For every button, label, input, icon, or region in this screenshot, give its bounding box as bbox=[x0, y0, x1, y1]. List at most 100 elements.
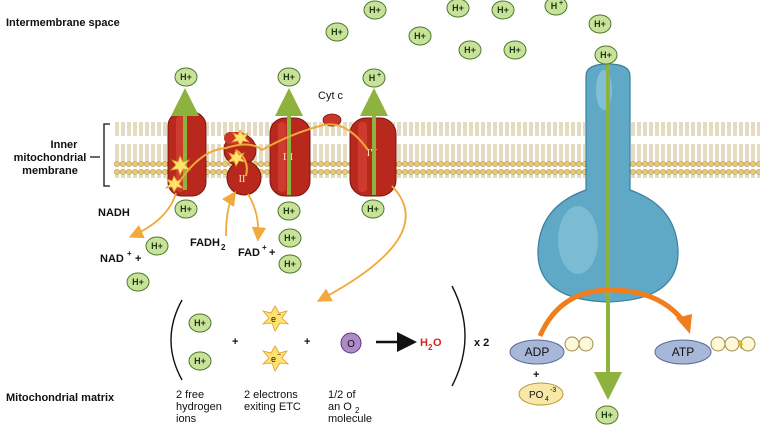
svg-text:H+: H+ bbox=[497, 5, 509, 15]
legend-electrons-line2: exiting ETC bbox=[244, 401, 301, 413]
svg-text:H+: H+ bbox=[414, 31, 426, 41]
oxygen-arrow bbox=[316, 185, 407, 302]
svg-text:H+: H+ bbox=[283, 206, 295, 216]
atp-molecule: ATP bbox=[654, 336, 756, 365]
atp-synthesis-arrowhead bbox=[676, 314, 692, 334]
times-two-label: x 2 bbox=[474, 337, 489, 349]
legend-hydrogen-line1: 2 free bbox=[176, 389, 204, 401]
svg-text:H+: H+ bbox=[194, 356, 206, 366]
electron-2-sup: − bbox=[277, 352, 281, 359]
svg-text:H+: H+ bbox=[284, 233, 296, 243]
complex-2-label: II bbox=[239, 174, 246, 185]
h-ion: H+ bbox=[145, 236, 169, 256]
h-ion: H+ bbox=[491, 0, 515, 20]
svg-text:+: + bbox=[377, 72, 381, 79]
legend-electrons-line1: 2 electrons bbox=[244, 389, 298, 401]
membrane-bracket bbox=[90, 123, 110, 187]
fad-arrow bbox=[247, 193, 267, 242]
svg-text:H+: H+ bbox=[601, 410, 613, 420]
svg-text:H+: H+ bbox=[452, 3, 464, 13]
oxygen-atom: O bbox=[340, 332, 362, 354]
fad-plus-sup: + bbox=[262, 243, 267, 252]
svg-text:H+: H+ bbox=[509, 45, 521, 55]
svg-text:H+: H+ bbox=[369, 5, 381, 15]
h-ion: H+ bbox=[277, 67, 301, 87]
legend-oxygen-line1: 1/2 of bbox=[328, 389, 356, 401]
legend-oxygen-line2: an O bbox=[328, 401, 352, 413]
electron-1: e − bbox=[261, 305, 290, 332]
svg-text:H+: H+ bbox=[180, 204, 192, 214]
nadh-arrow bbox=[128, 192, 177, 239]
eq-plus-1: + bbox=[232, 336, 238, 348]
legend-hydrogen-line3: ions bbox=[176, 413, 197, 425]
electron-2: e − bbox=[261, 345, 290, 372]
svg-text:H+: H+ bbox=[180, 72, 192, 82]
h-ion: H+ bbox=[325, 22, 349, 42]
electron-1-label: e bbox=[271, 314, 276, 324]
svg-text:H+: H+ bbox=[284, 259, 296, 269]
mitochondrial-matrix-label: Mitochondrial matrix bbox=[6, 392, 115, 404]
h-ion: H+ bbox=[446, 0, 470, 18]
water-sub: 2 bbox=[428, 343, 433, 352]
equation-close-paren bbox=[451, 285, 466, 387]
electron-sparks bbox=[164, 129, 251, 193]
nad-plus-label: NAD bbox=[100, 253, 124, 265]
svg-text:H: H bbox=[551, 1, 558, 11]
fadh2-sub: 2 bbox=[221, 243, 226, 252]
legend-oxygen-line3: molecule bbox=[328, 413, 372, 425]
h-ion: H+ bbox=[188, 351, 212, 371]
h-ion: H+ bbox=[458, 40, 482, 60]
svg-text:H: H bbox=[369, 73, 376, 83]
adp-molecule: ADP bbox=[509, 336, 594, 365]
h-ion: H+ bbox=[594, 45, 618, 65]
atp-label: ATP bbox=[672, 345, 694, 359]
svg-text:H+: H+ bbox=[132, 277, 144, 287]
nadh-label: NADH bbox=[98, 207, 130, 219]
h-ion: H+ bbox=[588, 14, 612, 34]
electron-1-sup: − bbox=[277, 312, 281, 319]
nad-plus-sup: + bbox=[127, 249, 132, 258]
legend-oxygen-sub: 2 bbox=[355, 406, 360, 415]
inner-membrane-bilayer bbox=[114, 122, 760, 178]
fad-plus-label: FAD bbox=[238, 247, 260, 259]
inner-membrane-label-line2: mitochondrial bbox=[14, 152, 87, 164]
svg-text:H+: H+ bbox=[464, 45, 476, 55]
h-ion: H+ bbox=[126, 272, 150, 292]
h-ion: H+ bbox=[174, 67, 198, 87]
atp-synthase bbox=[537, 60, 679, 400]
h-ion: H+ bbox=[188, 313, 212, 333]
nad-plus-sign: + bbox=[135, 253, 141, 265]
h-ion: H+ bbox=[278, 254, 302, 274]
fadh2-arrow bbox=[222, 191, 236, 237]
h-ion: H+ bbox=[362, 68, 386, 88]
h-ion: H+ bbox=[277, 201, 301, 221]
svg-text:+: + bbox=[559, 0, 563, 7]
legend-hydrogen-line2: hydrogen bbox=[176, 401, 222, 413]
hydrogen-ions: H+H+H+H+H+H+H+H+H+H+H+H+H+H+H+H+H+H+H+H+… bbox=[126, 0, 619, 425]
phosphate-sub: 4 bbox=[545, 396, 549, 403]
fad-plus-sign: + bbox=[269, 247, 275, 259]
adp-label: ADP bbox=[525, 345, 550, 359]
h-ion: H+ bbox=[363, 0, 387, 20]
adp-plus-sign: + bbox=[533, 369, 539, 381]
svg-text:H+: H+ bbox=[367, 204, 379, 214]
h-ion: H+ bbox=[595, 405, 619, 425]
svg-text:H+: H+ bbox=[331, 27, 343, 37]
electron-2-label: e bbox=[271, 354, 276, 364]
h-ion: H+ bbox=[544, 0, 568, 16]
atp-synthesis-arrow bbox=[537, 287, 686, 338]
svg-text:H+: H+ bbox=[594, 19, 606, 29]
water-h: H bbox=[420, 337, 428, 349]
intermembrane-space-label: Intermembrane space bbox=[6, 17, 120, 29]
h-ion: H+ bbox=[408, 26, 432, 46]
svg-text:H+: H+ bbox=[283, 72, 295, 82]
cyt-c-label: Cyt c bbox=[318, 90, 344, 102]
h-ion: H+ bbox=[503, 40, 527, 60]
h-ion: H+ bbox=[174, 199, 198, 219]
svg-text:H+: H+ bbox=[600, 50, 612, 60]
equation-open-paren bbox=[170, 299, 183, 381]
phosphate-label: PO bbox=[529, 390, 544, 401]
inner-membrane-label-line3: membrane bbox=[22, 165, 78, 177]
